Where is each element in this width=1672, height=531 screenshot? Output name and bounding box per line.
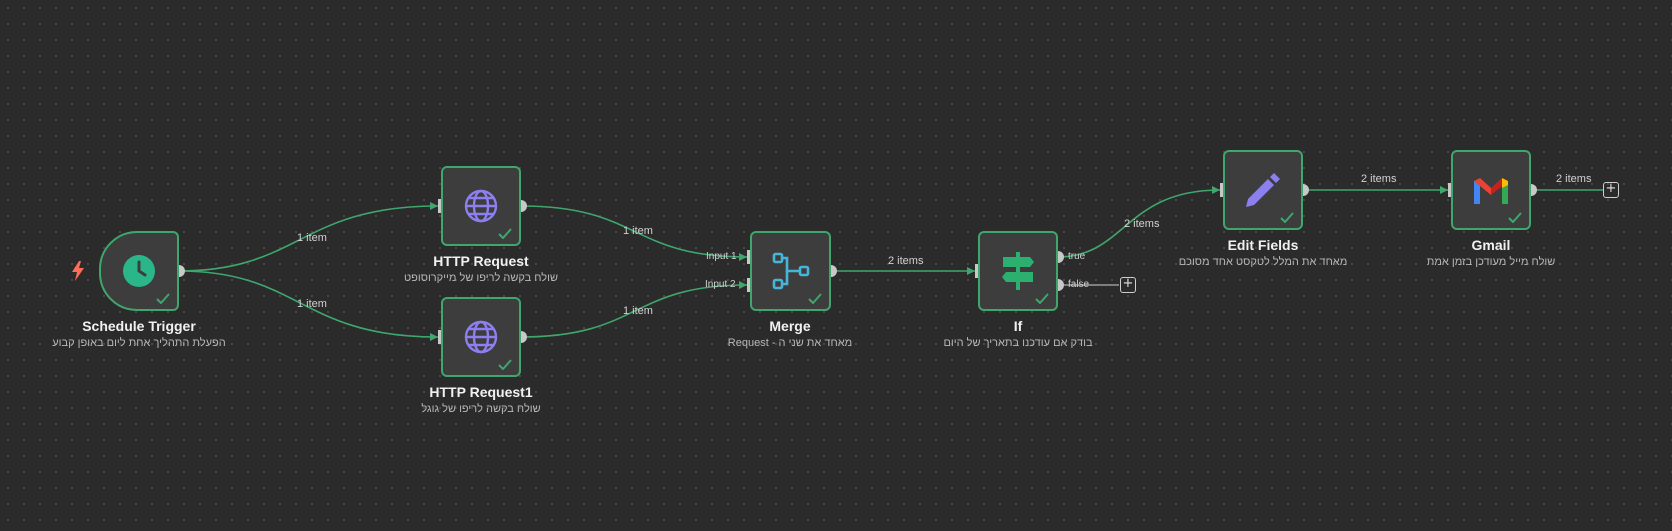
gmail-icon — [1474, 178, 1508, 204]
if-false-label: false — [1068, 279, 1090, 290]
if-subtitle: בודק אם עודכנו בתאריך של היום — [943, 337, 1093, 349]
edge-label-schedule-http2: 1 item — [297, 298, 327, 310]
input-handle[interactable] — [1448, 183, 1453, 197]
edge-label-if-edit: 2 items — [1124, 218, 1160, 230]
input-handle[interactable] — [438, 330, 443, 344]
if-node[interactable] — [978, 231, 1058, 311]
lightning-bolt-icon — [72, 261, 84, 281]
globe-icon — [464, 189, 498, 223]
signpost-icon — [1002, 252, 1034, 290]
merge-input2-label: Input 2 — [705, 279, 736, 290]
success-check-icon — [1035, 293, 1049, 304]
input-handle-2[interactable] — [747, 278, 752, 292]
if-true-label: true — [1068, 251, 1086, 262]
merge-subtitle: מאחד את שני ה - Request — [727, 337, 853, 349]
http-request1-subtitle: שולח בקשה לריפו של גוגל — [421, 403, 541, 415]
add-node-false-button[interactable]: + — [1120, 277, 1136, 293]
globe-icon — [464, 320, 498, 354]
arrowhead — [739, 281, 747, 289]
arrowhead — [967, 267, 975, 275]
input-handle[interactable] — [438, 199, 443, 213]
arrowhead — [430, 202, 438, 210]
success-check-icon — [808, 293, 822, 304]
gmail-node[interactable] — [1451, 150, 1531, 230]
edge-label-http1-merge: 1 item — [623, 225, 653, 237]
success-check-icon — [156, 293, 170, 304]
connection-if-edit[interactable] — [1057, 189, 1221, 258]
input-handle-1[interactable] — [747, 250, 752, 264]
http-request-title: HTTP Request — [433, 253, 529, 269]
http-request-node[interactable] — [441, 166, 521, 246]
edit-fields-node[interactable] — [1223, 150, 1303, 230]
edit-fields-subtitle: מאחד את המלל לטקסט אחד מסוכם — [1178, 256, 1348, 268]
add-node-button[interactable]: + — [1603, 182, 1619, 198]
input-handle[interactable] — [975, 264, 980, 278]
arrowhead — [1212, 186, 1220, 194]
success-check-icon — [498, 228, 512, 239]
connection-schedule-http1[interactable] — [178, 205, 439, 272]
arrowhead — [739, 253, 747, 261]
merge-node[interactable] — [750, 231, 831, 311]
input-handle[interactable] — [1220, 183, 1225, 197]
connection-schedule-http2[interactable] — [178, 270, 439, 338]
success-check-icon — [498, 359, 512, 370]
clock-icon — [123, 255, 155, 287]
edge-label-edit-gmail: 2 items — [1361, 173, 1397, 185]
success-check-icon — [1280, 212, 1294, 223]
merge-title: Merge — [769, 318, 811, 334]
http-request1-node[interactable] — [441, 297, 521, 377]
edge-label-merge-if: 2 items — [888, 255, 924, 267]
arrowhead — [430, 333, 438, 341]
edge-label-gmail-out: 2 items — [1556, 173, 1592, 185]
edit-fields-title: Edit Fields — [1227, 237, 1299, 253]
http-request-subtitle: שולח בקשה לריפו של מייקרוסופט — [403, 272, 559, 284]
merge-icon — [772, 252, 809, 290]
gmail-subtitle: שולח מייל מעודכן בזמן אמת — [1426, 256, 1556, 268]
edge-label-schedule-http1: 1 item — [297, 232, 327, 244]
edge-label-http2-merge: 1 item — [623, 305, 653, 317]
schedule-trigger-title: Schedule Trigger — [82, 318, 196, 334]
connection-http2-merge[interactable] — [520, 284, 748, 338]
if-title: If — [1013, 318, 1023, 334]
schedule-trigger-subtitle: הפעלת התהליך אחת ליום באופן קבוע — [52, 337, 226, 349]
merge-input1-label: Input 1 — [706, 251, 737, 262]
schedule-trigger-node[interactable] — [99, 231, 179, 311]
arrowhead — [1440, 186, 1448, 194]
success-check-icon — [1508, 212, 1522, 223]
http-request1-title: HTTP Request1 — [429, 384, 533, 400]
pencil-icon — [1246, 173, 1280, 207]
connection-http1-merge[interactable] — [520, 205, 748, 258]
gmail-title: Gmail — [1471, 237, 1511, 253]
